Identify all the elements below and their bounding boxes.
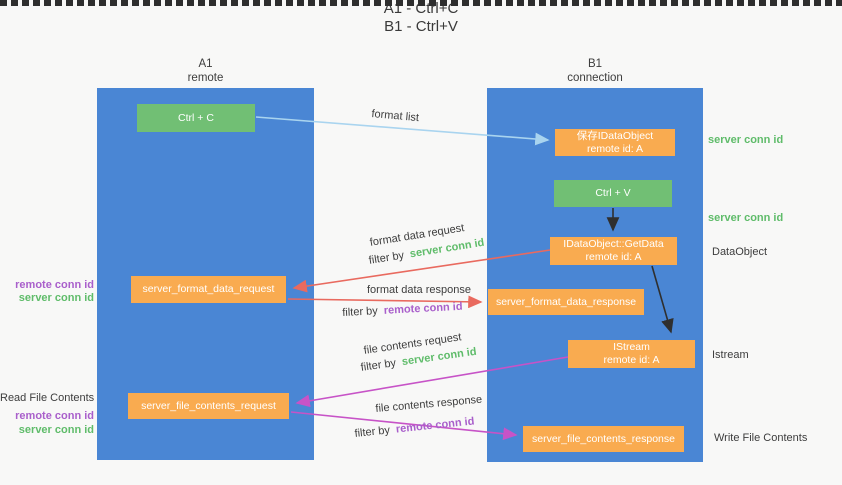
right-label-server-conn-id-1: server conn id <box>708 134 783 147</box>
filter-by-text: filter by <box>342 305 379 319</box>
dotted-separator-line <box>0 0 842 6</box>
node-ctrl-c-label: Ctrl + C <box>178 111 214 124</box>
node-save-dataobject-line2: remote id: A <box>586 142 644 155</box>
right-label-write-file-contents: Write File Contents <box>714 432 807 445</box>
node-getdata-line1: IDataObject::GetData <box>563 238 664 250</box>
left-column-role: remote <box>187 72 224 84</box>
filter-by-text: filter by <box>354 424 391 440</box>
left-column-name: A1 <box>198 58 213 70</box>
node-idataobject-getdata: IDataObject::GetData remote id: A <box>550 237 677 265</box>
node-ctrl-v: Ctrl + V <box>554 180 672 207</box>
node-server-file-contents-request-label: server_file_contents_request <box>141 399 276 412</box>
server-conn-id-text: server conn id <box>18 424 94 436</box>
left-label-server-conn-id-2: server conn id <box>0 424 94 437</box>
node-server-format-data-response-label: server_format_data_response <box>495 295 637 308</box>
node-istream-line2: remote id: A <box>603 354 660 366</box>
node-server-format-data-request-label: server_format_data_request <box>142 283 275 295</box>
title-line-2: B1 - Ctrl+V <box>384 18 458 35</box>
node-server-file-contents-response-label: server_file_contents_response <box>531 432 675 445</box>
label-format-data-response: format data response <box>367 284 471 297</box>
server-conn-id-text: server conn id <box>708 212 784 224</box>
read-file-contents-text: Read File Contents <box>0 392 95 404</box>
dataobject-text: DataObject <box>712 246 768 258</box>
node-server-file-contents-response: server_file_contents_response <box>523 426 684 452</box>
label-format-list: format list <box>371 108 420 125</box>
istream-text: Istream <box>712 349 749 361</box>
node-getdata-line2: remote id: A <box>585 251 642 263</box>
node-save-dataobject-line1: 保存IDataObject <box>576 129 654 142</box>
remote-conn-id-text: remote conn id <box>383 300 463 317</box>
right-column-role: connection <box>567 72 623 84</box>
write-file-contents-text: Write File Contents <box>714 432 808 444</box>
server-conn-id-text: server conn id <box>18 292 94 304</box>
right-label-istream: Istream <box>712 349 749 362</box>
left-column-header: A1 remote <box>97 57 314 85</box>
node-istream: IStream remote id: A <box>568 340 695 368</box>
right-column-name: B1 <box>587 58 603 70</box>
server-conn-id-text: server conn id <box>708 134 784 146</box>
node-ctrl-c: Ctrl + C <box>137 104 255 132</box>
node-save-dataobject: 保存IDataObject remote id: A <box>555 129 675 156</box>
left-label-remote-conn-id-2: remote conn id <box>0 410 94 423</box>
left-label-server-conn-id-1: server conn id <box>0 292 94 305</box>
node-server-format-data-request: server_format_data_request <box>131 276 286 303</box>
label-filter-by-remote-conn-id-2: filter by remote conn id <box>354 415 475 441</box>
label-filter-by-remote-conn-id-1: filter by remote conn id <box>342 301 463 320</box>
right-label-dataobject: DataObject <box>712 246 767 259</box>
remote-conn-id-text: remote conn id <box>15 279 94 291</box>
node-ctrl-v-label: Ctrl + V <box>595 187 631 199</box>
label-format-list-text: format list <box>370 108 420 125</box>
node-istream-line1: IStream <box>613 341 650 353</box>
left-label-remote-conn-id-1: remote conn id <box>0 279 94 292</box>
label-file-contents-response: file contents response <box>375 394 483 416</box>
node-server-file-contents-request: server_file_contents_request <box>128 393 289 419</box>
right-label-server-conn-id-2: server conn id <box>708 212 783 225</box>
label-format-data-response-text: format data response <box>367 284 471 296</box>
filter-by-text: filter by <box>368 249 405 267</box>
label-file-contents-response-text: file contents response <box>375 393 483 415</box>
right-column-header: B1 connection <box>487 57 703 85</box>
node-server-format-data-response: server_format_data_response <box>488 289 644 315</box>
remote-conn-id-text: remote conn id <box>15 410 94 422</box>
left-label-read-file-contents: Read File Contents <box>0 392 95 405</box>
filter-by-text: filter by <box>360 357 397 374</box>
remote-conn-id-text: remote conn id <box>395 415 475 436</box>
